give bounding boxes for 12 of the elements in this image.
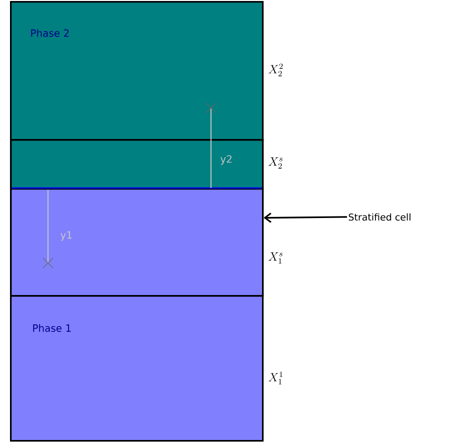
formula-label: $X_1^1$ [268, 372, 282, 384]
phase-box: Phase 1 [10, 294, 264, 442]
formula-label: $X_2^s$ [268, 157, 282, 169]
stratified-cell-box [10, 138, 264, 297]
measure-label: y2 [220, 155, 232, 165]
formula-label: $X_1^s$ [268, 252, 282, 264]
arrow [264, 212, 347, 223]
measure-label: y1 [60, 231, 72, 241]
callout-text: Stratified cell [348, 213, 410, 221]
layer-box [10, 187, 264, 297]
formula-label: $X_2^2$ [268, 64, 283, 76]
layer-box [10, 138, 264, 190]
